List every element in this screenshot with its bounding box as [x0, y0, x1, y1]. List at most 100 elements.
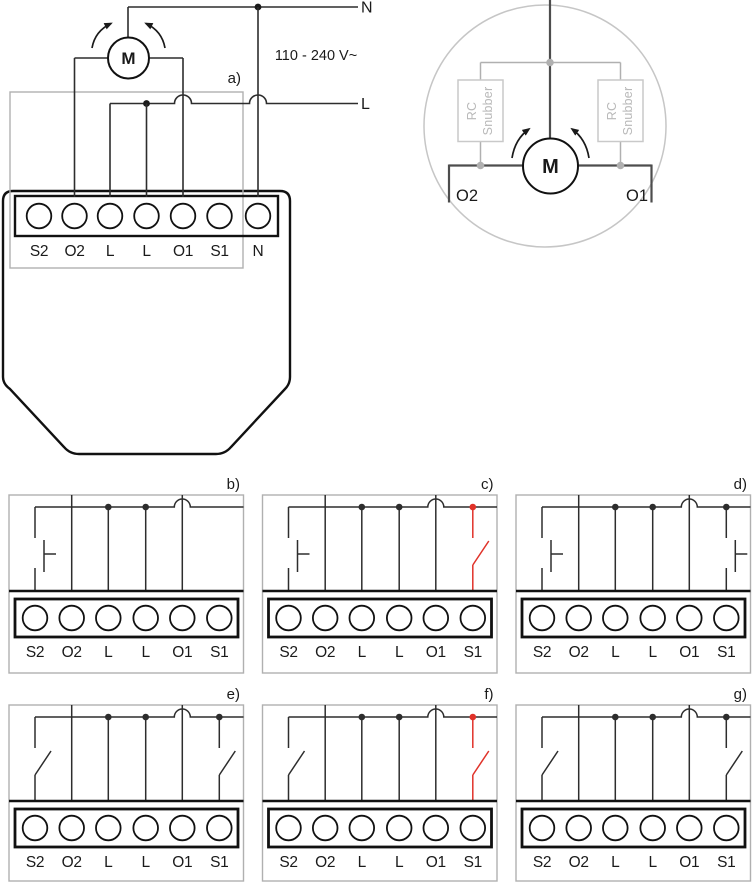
terminal-screw: [385, 814, 413, 842]
s1-toggle-switch-switch-blade: [218, 750, 236, 776]
junction-dot: [142, 503, 149, 511]
diagram-label: g): [734, 686, 747, 703]
terminal-label-o1: O1: [173, 243, 193, 260]
terminal-screw: [713, 604, 740, 632]
terminal-screw: [169, 814, 196, 842]
terminal-screw: [676, 814, 703, 842]
junction-dot-gray: [476, 161, 485, 170]
diagram-label: d): [734, 476, 747, 493]
terminal-screw: [21, 604, 49, 632]
terminal-label-l1: L: [358, 854, 367, 871]
terminal-label-l1: L: [358, 644, 367, 661]
diagram-a-label: a): [228, 70, 241, 87]
rc-snubber-right-line2: Snubber: [621, 87, 635, 136]
terminal-label-o1: O1: [426, 644, 446, 661]
live-line: [542, 708, 751, 718]
terminal-screw: [528, 604, 556, 632]
terminal-screw: [96, 202, 124, 230]
terminal-label-l2: L: [395, 644, 404, 661]
junction-dot: [395, 503, 403, 511]
junction-dot: [395, 713, 403, 721]
s2-toggle-switch-switch-blade: [287, 750, 306, 776]
terminal-screw: [348, 814, 376, 842]
terminal-screw: [422, 814, 450, 842]
terminal-screw: [133, 202, 160, 230]
terminal-label-s1: S1: [210, 854, 228, 871]
s1-toggle-switch-switch-blade: [472, 750, 490, 776]
relay-device-outline: [1, 189, 292, 456]
terminal-label-s1: S1: [717, 854, 735, 871]
junction-dot: [649, 713, 656, 721]
terminal-screw: [602, 814, 629, 842]
terminal-screw: [61, 202, 88, 230]
terminal-screw: [58, 604, 85, 632]
terminal-screw: [639, 814, 666, 842]
junction-dot: [105, 503, 112, 511]
terminal-label-o1: O1: [172, 644, 192, 661]
terminal-label-l1: L: [104, 644, 113, 661]
terminal-screw: [21, 814, 49, 842]
s1-toggle-switch-switch-blade: [472, 540, 490, 566]
terminal-screw: [602, 604, 629, 632]
terminal-screw: [169, 604, 196, 632]
junction-dot: [358, 713, 366, 721]
terminal-screw: [348, 604, 376, 632]
s1-toggle-switch-switch-blade: [725, 750, 743, 776]
junction-dot: [649, 503, 656, 511]
terminal-label-l2: L: [649, 854, 658, 871]
live-line: [542, 498, 751, 508]
terminal-screw: [385, 604, 413, 632]
terminal-block: [13, 597, 240, 639]
terminal-label-o1: O1: [172, 854, 192, 871]
diagram-label: c): [481, 476, 494, 493]
terminal-label-o1: O1: [679, 854, 699, 871]
terminal-label-o2: O2: [569, 644, 589, 661]
terminal-screw: [565, 814, 592, 842]
terminal-screw: [312, 604, 339, 632]
terminal-label-l2: L: [142, 854, 151, 871]
rc-snubber-left-line1: RC: [465, 102, 479, 120]
rotation-arrow-right: [570, 127, 590, 159]
detail-circle-outline: [423, 4, 667, 248]
live-line: [288, 498, 497, 508]
diagram-frame: [261, 704, 498, 882]
terminal-label-l2: L: [142, 644, 151, 661]
terminal-label-l2: L: [649, 644, 658, 661]
terminal-screw: [206, 604, 233, 632]
diagram-frame: [515, 494, 752, 674]
junction-dot-gray: [546, 58, 554, 67]
terminal-screw: [459, 604, 487, 632]
live-line: [110, 94, 358, 105]
motor-label: M: [542, 156, 559, 178]
wiring: [73, 3, 358, 197]
terminal-label-s2: S2: [30, 243, 48, 260]
terminal-label-l1: L: [611, 854, 620, 871]
terminal-label-n: N: [253, 243, 264, 260]
diagram-label: b): [227, 476, 240, 493]
terminal-screw: [713, 814, 740, 842]
terminal-screw: [244, 202, 272, 230]
terminal-label-s1: S1: [464, 644, 482, 661]
terminal-screw: [639, 604, 666, 632]
junction-dot: [358, 503, 366, 511]
output-label-o1: O1: [626, 187, 648, 205]
terminal-screw: [275, 604, 302, 632]
live-line: [288, 708, 497, 718]
s2-toggle-switch-switch-blade: [34, 750, 52, 776]
main-wiring-diagram: S2 O2 L L O1 S1 N M N L: [1, 0, 373, 456]
terminal-label-o1: O1: [679, 644, 699, 661]
terminal-label-s1: S1: [717, 644, 735, 661]
terminal-screw: [459, 814, 487, 842]
terminal-screw: [169, 202, 197, 230]
terminal-label-s2: S2: [533, 854, 551, 871]
terminal-label-l2: L: [395, 854, 404, 871]
terminal-label-l2: L: [142, 243, 151, 260]
voltage-label: 110 - 240 V~: [275, 48, 357, 64]
terminal-label-o2: O2: [315, 854, 335, 871]
rotation-arrow-left: [511, 127, 531, 159]
terminal-screw: [275, 814, 302, 842]
